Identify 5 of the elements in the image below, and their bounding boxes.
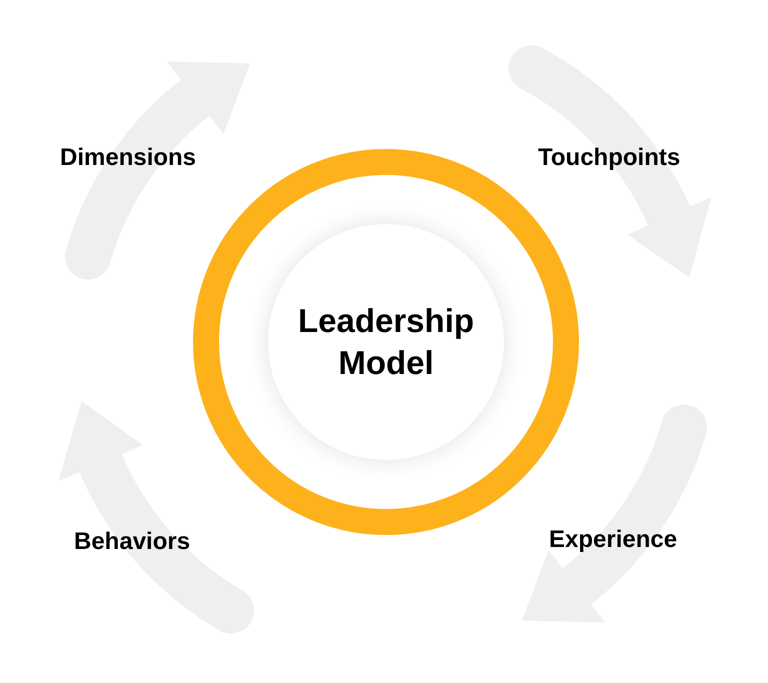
stage-label: Experience bbox=[549, 525, 678, 555]
node-title: Leadership Model bbox=[296, 301, 476, 383]
stage-label: Touchpoints bbox=[538, 143, 680, 173]
stage-label: Dimensions bbox=[60, 143, 196, 173]
stage-label: Behaviors bbox=[74, 527, 190, 557]
